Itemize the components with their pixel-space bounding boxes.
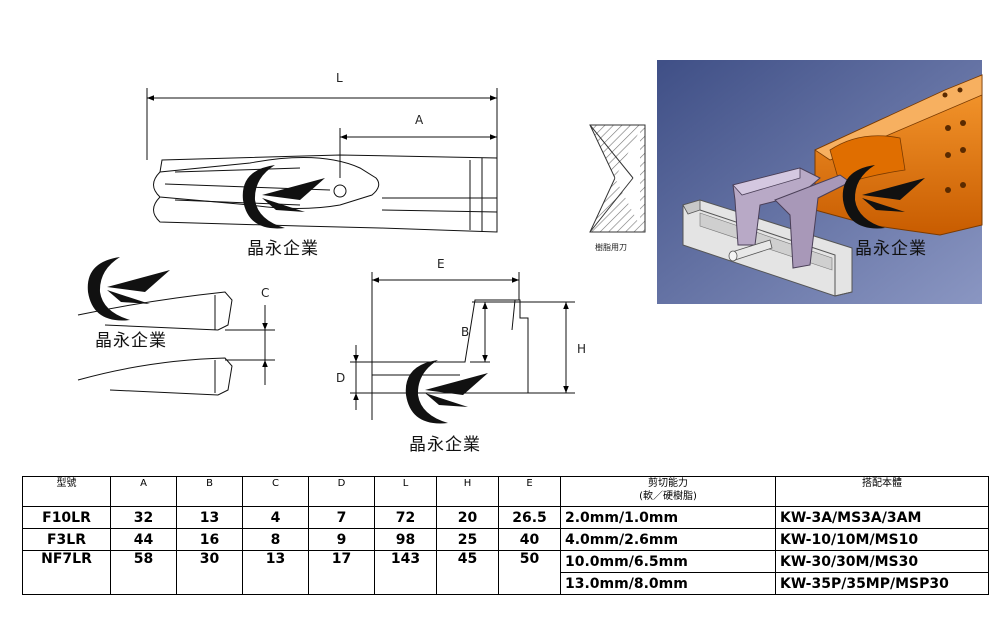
render-3d <box>657 60 983 304</box>
spec-table: 型號 A B C D L H E 剪切能力 (軟／硬樹脂) 搭配本體 F10LR… <box>22 476 989 595</box>
cell-body: KW-30/30M/MS30 <box>775 550 989 573</box>
dim-label-A: A <box>415 113 424 127</box>
watermark-logo <box>405 360 488 424</box>
cell-E: 40 <box>498 528 561 551</box>
blade-cross-section <box>589 124 646 233</box>
cell-D: 7 <box>308 506 375 529</box>
watermark-text: 晶永企業 <box>247 239 319 259</box>
cell-model: F3LR <box>22 528 111 551</box>
front-view-blade <box>350 272 575 420</box>
header-H: H <box>436 476 499 507</box>
watermark-logo <box>842 165 925 229</box>
cell-capacity: 2.0mm/1.0mm <box>560 506 776 529</box>
cell-A: 58 <box>110 550 177 595</box>
cell-capacity: 13.0mm/8.0mm <box>560 572 776 595</box>
dim-label-B: B <box>461 325 469 339</box>
cell-B: 30 <box>176 550 243 595</box>
cell-B: 13 <box>176 506 243 529</box>
cell-body: KW-10/10M/MS10 <box>775 528 989 551</box>
header-capacity-sub: (軟／硬樹脂) <box>639 491 697 502</box>
cell-A: 32 <box>110 506 177 529</box>
top-view-blade <box>146 88 498 233</box>
technical-drawing: L A 樹脂用刀 C E B <box>77 60 983 424</box>
cell-body: KW-3A/MS3A/3AM <box>775 506 989 529</box>
watermark-logo <box>242 165 325 229</box>
table-row: NF7LR 58 30 13 17 143 45 50 10.0mm/6.5mm… <box>22 550 989 595</box>
cell-C: 4 <box>242 506 309 529</box>
dim-label-L: L <box>336 71 343 85</box>
header-L: L <box>374 476 437 507</box>
cell-D: 17 <box>308 550 375 595</box>
cell-H: 45 <box>436 550 499 595</box>
table-row: 13.0mm/8.0mm KW-35P/35MP/MSP30 <box>23 572 989 595</box>
blade-caption: 樹脂用刀 <box>595 242 627 252</box>
cell-capacity: 4.0mm/2.6mm <box>560 528 776 551</box>
header-model: 型號 <box>22 476 111 507</box>
watermark-text: 晶永企業 <box>95 331 167 351</box>
header-capacity: 剪切能力 (軟／硬樹脂) <box>560 476 776 507</box>
dim-label-D: D <box>336 371 345 385</box>
dim-label-E: E <box>437 257 445 271</box>
cell-H: 25 <box>436 528 499 551</box>
cell-H: 20 <box>436 506 499 529</box>
cell-D: 9 <box>308 528 375 551</box>
cell-E: 50 <box>498 550 561 595</box>
table-header-row: 型號 A B C D L H E 剪切能力 (軟／硬樹脂) 搭配本體 <box>22 476 989 507</box>
cell-capacity: 10.0mm/6.5mm <box>560 550 776 573</box>
dim-label-H: H <box>577 342 586 356</box>
cell-L: 143 <box>374 550 437 595</box>
cell-model: F10LR <box>22 506 111 529</box>
header-B: B <box>176 476 243 507</box>
header-E: E <box>498 476 561 507</box>
header-body: 搭配本體 <box>775 476 989 507</box>
header-A: A <box>110 476 177 507</box>
cell-E: 26.5 <box>498 506 561 529</box>
watermark-text: 晶永企業 <box>855 239 927 259</box>
cell-L: 72 <box>374 506 437 529</box>
cell-B: 16 <box>176 528 243 551</box>
header-capacity-title: 剪切能力 <box>648 478 688 489</box>
header-C: C <box>242 476 309 507</box>
table-row: F3LR 44 16 8 9 98 25 40 4.0mm/2.6mm KW-1… <box>22 528 989 551</box>
watermark-text: 晶永企業 <box>409 435 481 455</box>
cell-body: KW-35P/35MP/MSP30 <box>775 572 989 595</box>
cell-A: 44 <box>110 528 177 551</box>
table-row: F10LR 32 13 4 7 72 20 26.5 2.0mm/1.0mm K… <box>22 506 989 529</box>
watermark-logo <box>87 257 170 321</box>
cell-L: 98 <box>374 528 437 551</box>
dim-label-C: C <box>261 286 269 300</box>
cell-C: 13 <box>242 550 309 595</box>
cell-C: 8 <box>242 528 309 551</box>
cell-model: NF7LR <box>22 550 111 595</box>
header-D: D <box>308 476 375 507</box>
